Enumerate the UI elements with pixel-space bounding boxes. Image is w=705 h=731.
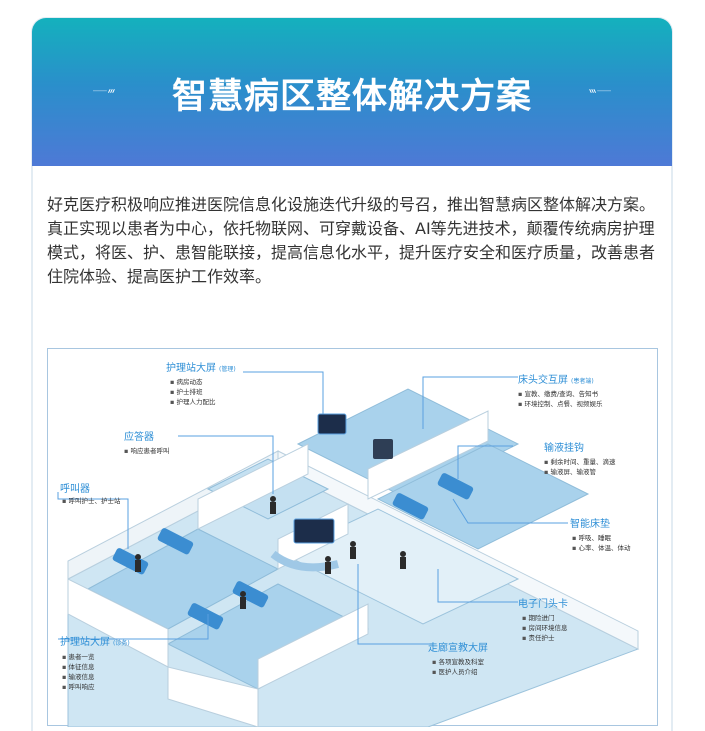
label-nurse-screen-mgmt: 护理站大屏(管理) <box>166 363 236 374</box>
ward-floor-plan <box>57 371 640 727</box>
ward-diagram: 护理站大屏(管理) 病房动态 护士排班 护理人力配比 应答器 响应患者呼叫 呼叫… <box>47 348 658 727</box>
page-title: 智慧病区整体解决方案 <box>171 77 532 117</box>
items-smart-mattress: 呼吸、睡眠 心率、体温、体动 <box>572 533 630 553</box>
label-nurse-screen-info: 护理站大屏(诊务) <box>60 637 130 648</box>
items-bedside-screen: 宣教、缴费/查询、告知书 环境控制、点餐、视频娱乐 <box>518 389 602 409</box>
right-stripe-decoration <box>589 89 611 93</box>
label-corridor-screen: 走廊宣教大屏 <box>428 643 488 654</box>
items-nurse-screen-mgmt: 病房动态 护士排班 护理人力配比 <box>170 377 215 407</box>
items-corridor-screen: 各项宣教及科室 医护人员介绍 <box>432 657 484 677</box>
items-caller: 呼叫护士、护士站 <box>62 496 120 506</box>
label-caller: 呼叫器 <box>60 484 90 495</box>
left-stripe-decoration <box>93 89 115 93</box>
items-answer-device: 响应患者呼叫 <box>124 446 169 456</box>
label-door-card: 电子门头卡 <box>518 599 568 610</box>
label-infusion-hook: 输液挂钩 <box>544 443 584 454</box>
label-smart-mattress: 智能床垫 <box>570 519 610 530</box>
header-banner: 智慧病区整体解决方案 <box>32 18 672 166</box>
label-answer-device: 应答器 <box>124 432 154 443</box>
items-infusion-hook: 剩余时间、重量、滴速 输液屏、输液管 <box>544 457 615 477</box>
solution-card: 智慧病区整体解决方案 好克医疗积极响应推进医院信息化设施迭代升级的号召，推出智慧… <box>32 18 672 731</box>
items-nurse-screen-info: 患者一览 体征信息 输液信息 呼叫响应 <box>62 652 94 692</box>
intro-paragraph: 好克医疗积极响应推进医院信息化设施迭代升级的号召，推出智慧病区整体解决方案。真正… <box>47 195 656 286</box>
content-body: 好克医疗积极响应推进医院信息化设施迭代升级的号召，推出智慧病区整体解决方案。真正… <box>32 166 672 731</box>
items-door-card: 期险进门 房间环境信息 责任护士 <box>522 613 567 643</box>
label-bedside-screen: 床头交互屏(患者端) <box>518 375 594 386</box>
